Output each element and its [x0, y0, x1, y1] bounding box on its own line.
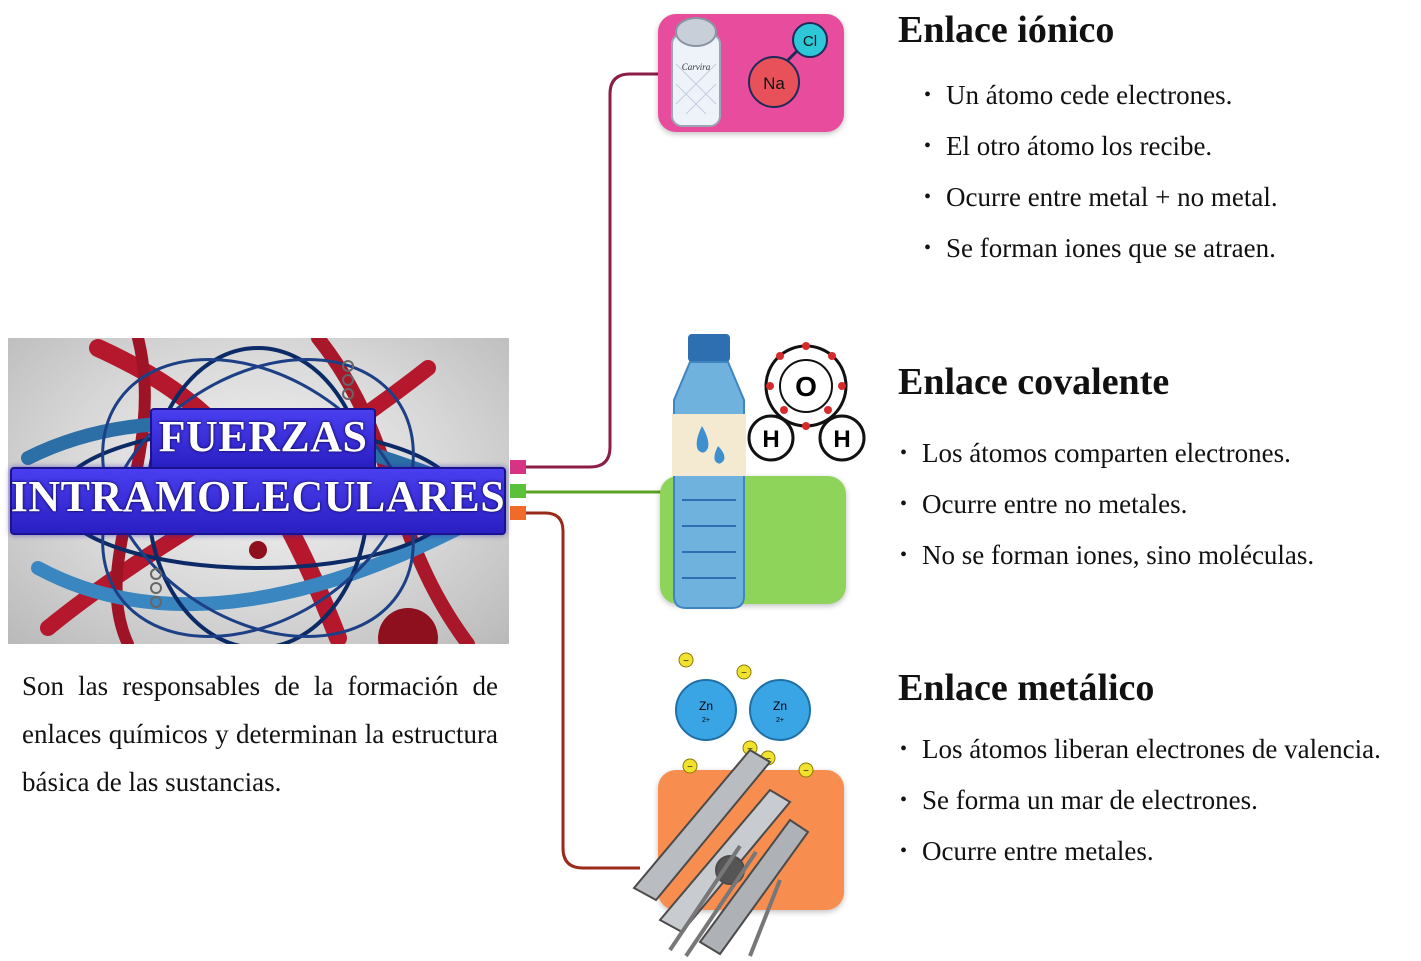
list-item: Ocurre entre metal + no metal.: [924, 172, 1278, 223]
metallic-title: Enlace metálico: [898, 667, 1155, 709]
svg-text:Zn: Zn: [773, 699, 787, 713]
svg-text:−: −: [765, 754, 771, 765]
list-item: No se forman iones, sino moléculas.: [900, 530, 1314, 581]
port-ionic: [510, 460, 526, 474]
svg-text:Zn: Zn: [699, 699, 713, 713]
list-item: Ocurre entre metales.: [900, 826, 1381, 877]
list-item: Los átomos comparten electrones.: [900, 428, 1314, 479]
covalent-bullets: Los átomos comparten electrones. Ocurre …: [900, 428, 1314, 581]
na-label: Na: [763, 74, 785, 93]
title-badge-top: [150, 408, 376, 468]
connector-metallic: [526, 511, 640, 870]
main-description: Son las responsables de la formación de …: [22, 671, 498, 797]
connector-ionic: [526, 72, 662, 469]
water-bottle-molecule-icon: O H H: [672, 334, 866, 609]
salt-sodium-chloride-icon: Carvira Na Cl: [671, 17, 828, 127]
port-covalent: [510, 484, 526, 498]
h1-label: H: [762, 426, 779, 453]
metallic-bullets: Los átomos liberan electrones de valenci…: [900, 724, 1381, 877]
title-badge: [10, 467, 506, 535]
list-item: Se forma un mar de electrones.: [900, 775, 1381, 826]
list-item: Ocurre entre no metales.: [900, 479, 1314, 530]
list-item: Un átomo cede electrones.: [924, 70, 1278, 121]
zinc-metal-bars-icon: Zn 2+ Zn 2+ − − − − − −: [632, 652, 814, 958]
svg-text:−: −: [803, 766, 809, 777]
ionic-title: Enlace iónico: [898, 9, 1115, 51]
list-item: Los átomos liberan electrones de valenci…: [900, 724, 1381, 775]
cl-label: Cl: [803, 33, 817, 50]
ionic-bullets: Un átomo cede electrones. El otro átomo …: [924, 70, 1278, 274]
main-title-line1: FUERZAS: [158, 412, 368, 461]
o-label: O: [795, 371, 817, 402]
list-item: El otro átomo los recibe.: [924, 121, 1278, 172]
covalent-title: Enlace covalente: [898, 361, 1170, 403]
list-item: Se forman iones que se atraen.: [924, 223, 1278, 274]
svg-text:Carvira: Carvira: [682, 62, 711, 72]
svg-text:−: −: [687, 762, 693, 773]
main-title-line2: INTRAMOLECULARES: [10, 472, 506, 521]
port-metallic: [510, 506, 526, 520]
svg-text:2+: 2+: [702, 717, 710, 724]
svg-text:−: −: [683, 656, 689, 667]
ionic-node: Carvira Na Cl: [658, 14, 844, 132]
h2-label: H: [833, 426, 850, 453]
svg-text:−: −: [741, 668, 747, 679]
svg-text:2+: 2+: [776, 717, 784, 724]
